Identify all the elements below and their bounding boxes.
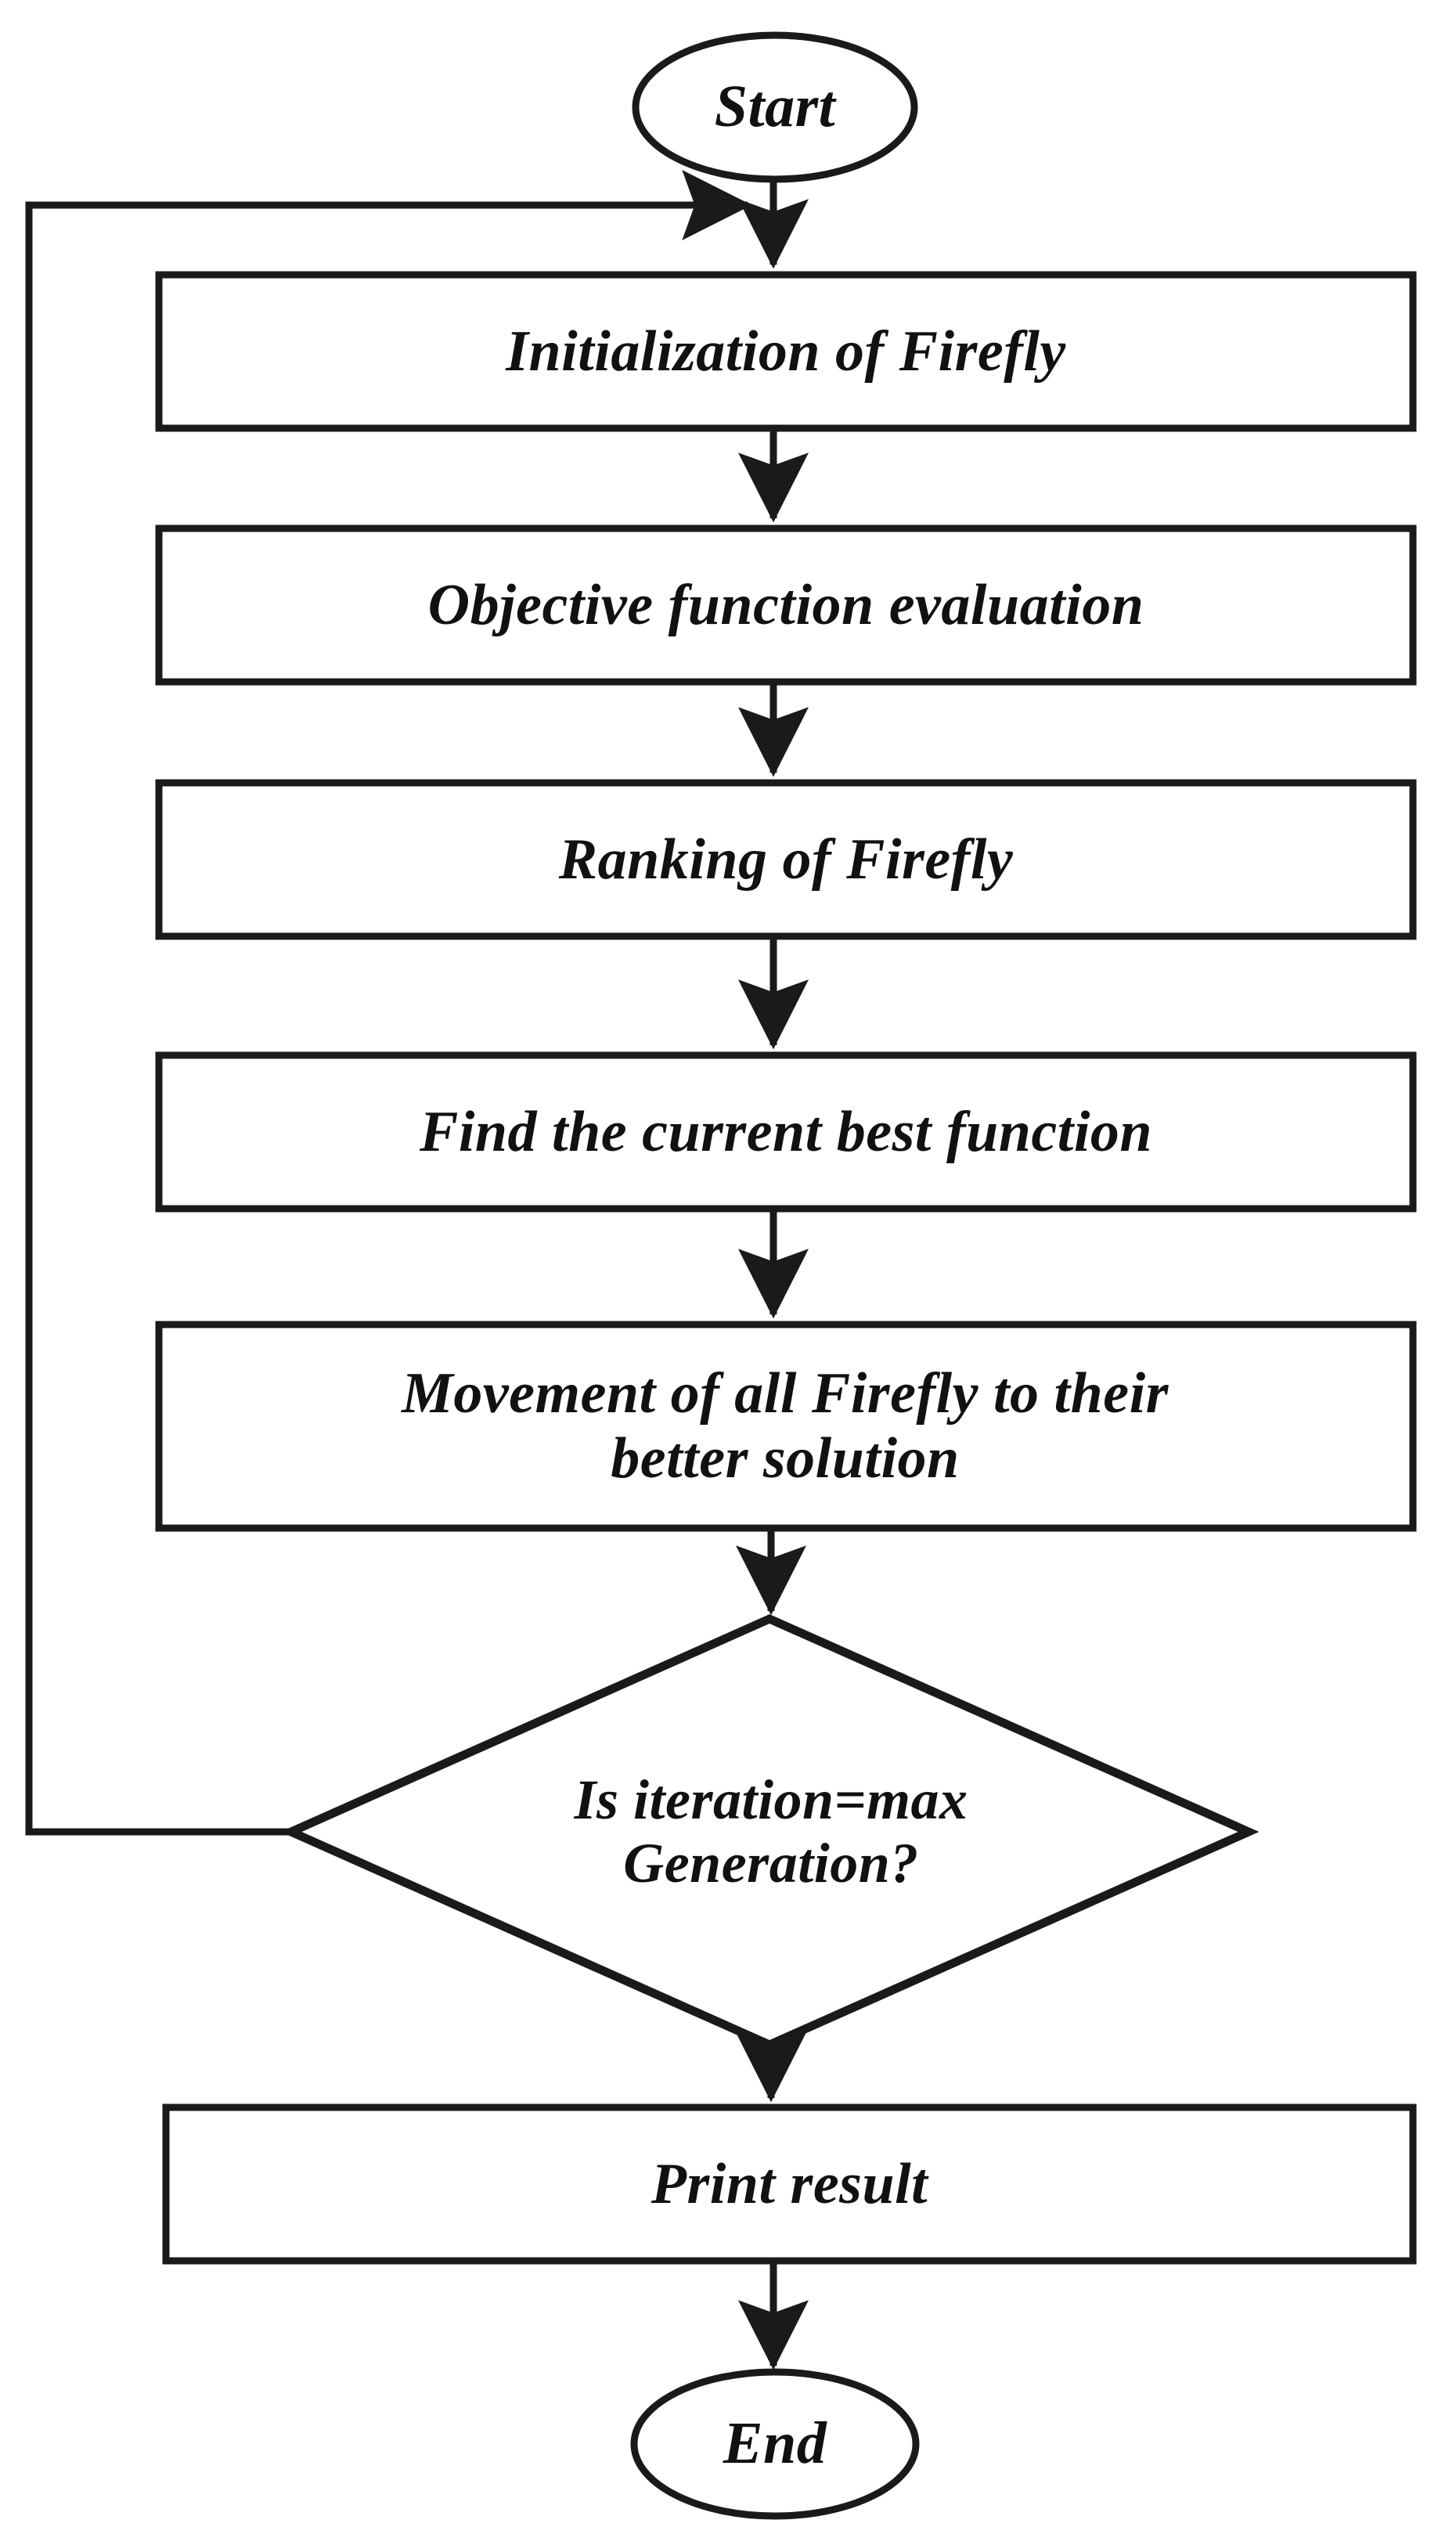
node-objective-shape[interactable]: [155, 525, 1417, 686]
node-decision-shape[interactable]: [280, 1613, 1260, 2050]
node-end-shape[interactable]: [630, 2368, 920, 2520]
node-findbest-shape[interactable]: [155, 1051, 1417, 1213]
node-init-shape[interactable]: [155, 271, 1417, 432]
node-print-shape[interactable]: [162, 2103, 1417, 2265]
node-ranking-shape[interactable]: [155, 779, 1417, 940]
node-movement-shape[interactable]: [155, 1321, 1417, 1532]
edge-decision-feedback-loop: [25, 170, 752, 1836]
node-start-shape[interactable]: [632, 31, 918, 183]
